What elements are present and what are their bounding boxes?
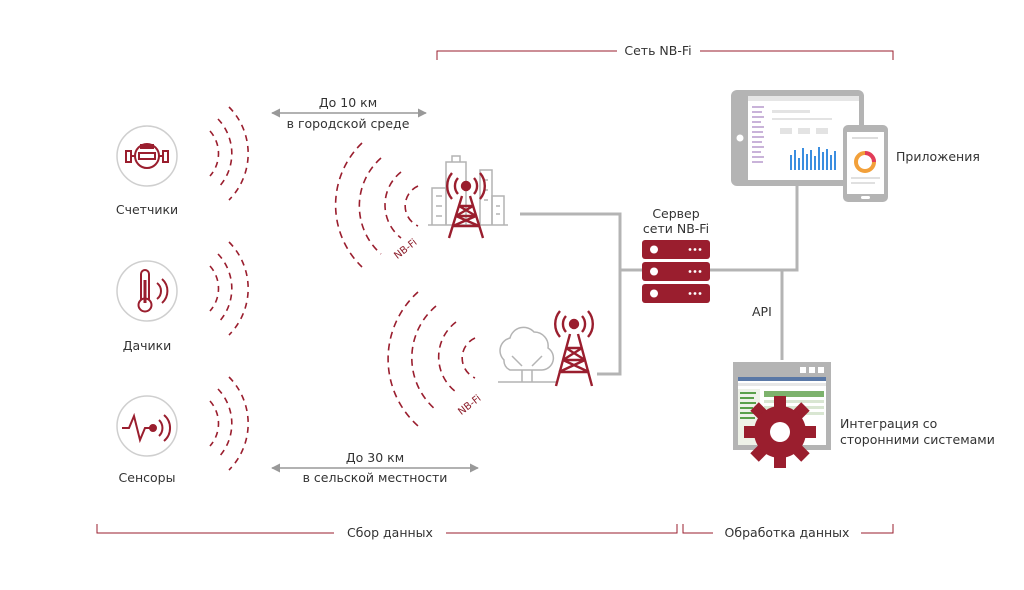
sensors-label: Сенсоры: [118, 470, 176, 485]
urban-range-context: в городской среде: [286, 116, 410, 131]
server-label-line2: сети NB-Fi: [642, 221, 710, 236]
tablet-app-icon: [731, 90, 888, 202]
integration-label-line2: сторонними системами: [840, 432, 995, 447]
server-icon: [642, 240, 710, 303]
integration-window-icon: [733, 362, 831, 468]
meters-label: Счетчики: [115, 202, 179, 217]
water-meter-icon: [125, 143, 169, 169]
device-signal-waves: [209, 106, 249, 471]
server-label-line1: Сервер: [652, 206, 700, 221]
meter-device: [116, 125, 178, 187]
apps-label: Приложения: [896, 149, 980, 164]
rural-range-distance: До 30 км: [345, 450, 405, 465]
cell-tower-icon: [446, 172, 486, 239]
integration-label-line1: Интеграция со: [840, 416, 938, 431]
network-title: Сеть NB-Fi: [624, 43, 692, 58]
collect-data-label: Сбор данных: [347, 525, 433, 540]
gauge-device: [116, 260, 178, 322]
cell-tower-icon: [554, 310, 594, 387]
collect-bracket: [96, 524, 678, 534]
rural-range-context: в сельской местности: [302, 470, 448, 485]
urban-base-station: [428, 155, 508, 239]
process-bracket: [682, 524, 894, 534]
rural-tower-waves: [387, 291, 476, 427]
trees-icon: [498, 326, 556, 383]
process-data-label: Обработка данных: [724, 525, 850, 540]
sensor-device: [116, 395, 178, 457]
urban-tower-waves: [334, 142, 419, 268]
api-label: API: [752, 304, 772, 319]
urban-range-distance: До 10 км: [318, 95, 378, 110]
network-connections: [520, 186, 799, 376]
sensor-wave-icon: [122, 412, 171, 444]
gear-icon: [744, 396, 816, 468]
gauges-label: Дачики: [122, 338, 172, 353]
thermometer-icon: [137, 269, 169, 313]
network-bracket: [436, 50, 894, 60]
rural-base-station: [498, 310, 594, 387]
